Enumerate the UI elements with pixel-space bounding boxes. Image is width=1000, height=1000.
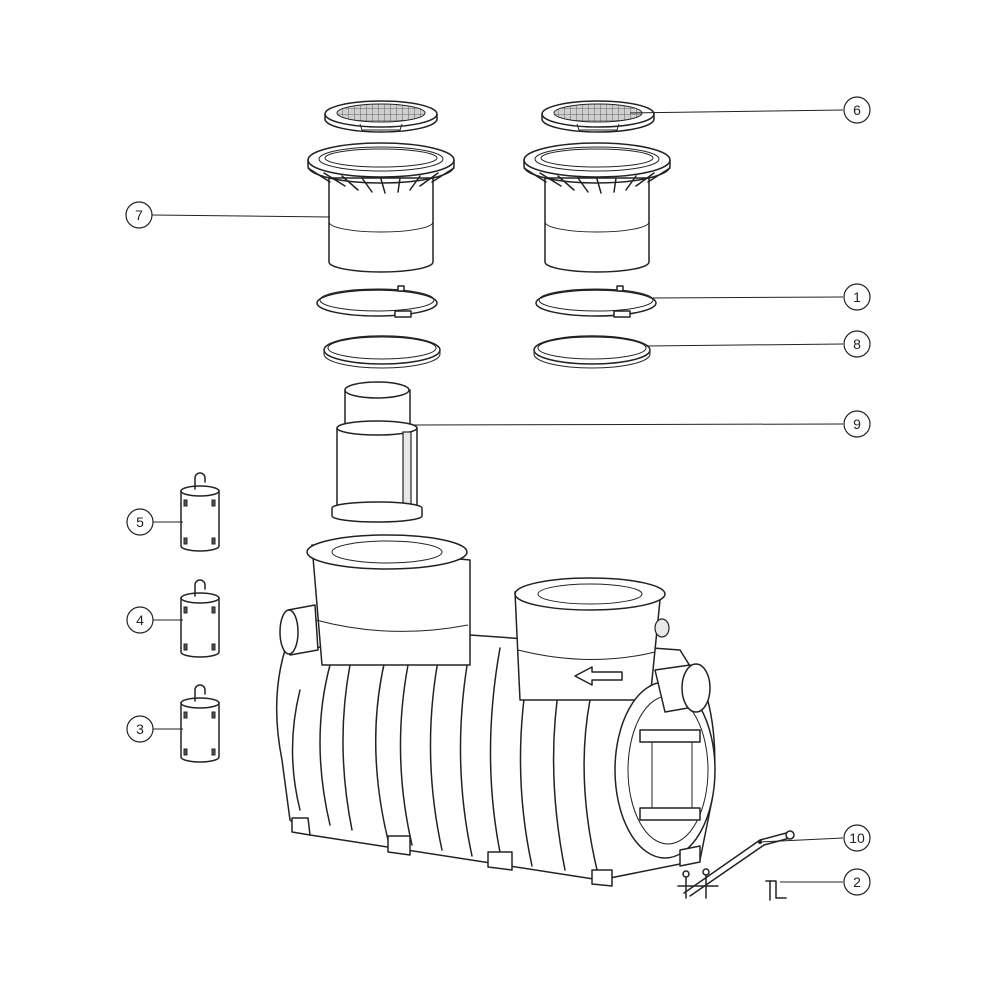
callout-10: 10 (843, 824, 871, 852)
svg-text:10: 10 (849, 830, 865, 846)
callout-7: 7 (125, 201, 153, 229)
svg-text:8: 8 (853, 336, 861, 352)
filter-cartridge-3 (180, 684, 220, 763)
spout-tool (765, 880, 787, 901)
callout-2: 2 (843, 868, 871, 896)
filter-cartridge-5 (180, 472, 220, 552)
manhole-cover-left (324, 100, 438, 133)
svg-text:7: 7 (135, 207, 143, 223)
svg-text:9: 9 (853, 416, 861, 432)
callout-4: 4 (126, 606, 154, 634)
svg-text:6: 6 (853, 102, 861, 118)
svg-text:2: 2 (853, 874, 861, 890)
callout-9: 9 (843, 410, 871, 438)
seal-ring-left (323, 335, 441, 369)
filter-cartridge-4 (180, 579, 220, 658)
callout-5: 5 (126, 508, 154, 536)
telescopic-dome-right (523, 142, 671, 273)
callout-1: 1 (843, 283, 871, 311)
svg-text:4: 4 (136, 612, 144, 628)
telescopic-dome-left (307, 142, 455, 273)
callout-3: 3 (126, 715, 154, 743)
svg-text:5: 5 (136, 514, 144, 530)
manhole-cover-right (541, 100, 655, 133)
riser-shaft (331, 381, 423, 523)
svg-text:1: 1 (853, 289, 861, 305)
callout-6: 6 (843, 96, 871, 124)
clamp-ring-right (535, 285, 657, 318)
seal-ring-right (533, 335, 651, 369)
callout-8: 8 (843, 330, 871, 358)
svg-text:3: 3 (136, 721, 144, 737)
septic-tank (275, 534, 716, 887)
clamp-ring-left (316, 285, 438, 318)
leader-lines (151, 109, 844, 883)
